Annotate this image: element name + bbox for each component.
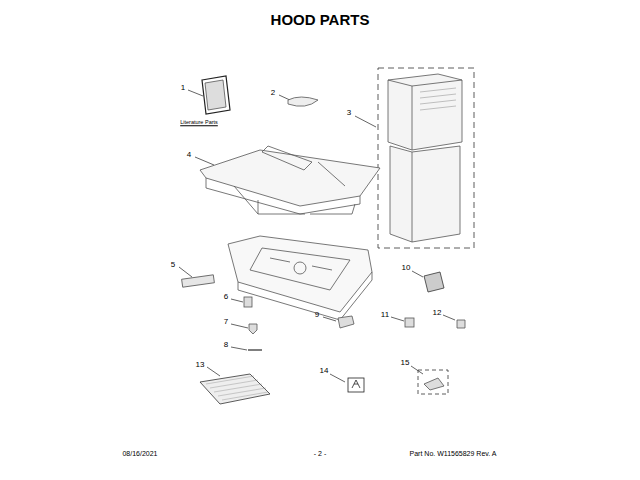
footer-text: 08/16/2021 bbox=[122, 450, 157, 457]
callout-number: 12 bbox=[433, 309, 442, 317]
callout-number: 6 bbox=[224, 293, 228, 301]
callout-number: 1 bbox=[181, 84, 185, 92]
callout-number: 11 bbox=[381, 311, 389, 319]
callout-number: 10 bbox=[402, 264, 411, 272]
callout-number: 13 bbox=[196, 361, 205, 369]
callout-number: 3 bbox=[347, 109, 351, 117]
footer-text: - 2 - bbox=[314, 450, 326, 457]
callout-number: 4 bbox=[187, 151, 191, 159]
callout-number: 2 bbox=[271, 89, 275, 97]
callout-number: 15 bbox=[401, 359, 410, 367]
page-title: HOOD PARTS bbox=[271, 12, 370, 27]
callout-number: 14 bbox=[320, 367, 329, 375]
footer-text: Part No. W11565829 Rev. A bbox=[410, 450, 497, 457]
callout-number: 8 bbox=[224, 341, 228, 349]
callout-number: 9 bbox=[315, 311, 319, 319]
callout-number: 7 bbox=[224, 318, 228, 326]
callout-number: 5 bbox=[171, 261, 175, 269]
literature-label: Literature Parts bbox=[180, 120, 218, 126]
